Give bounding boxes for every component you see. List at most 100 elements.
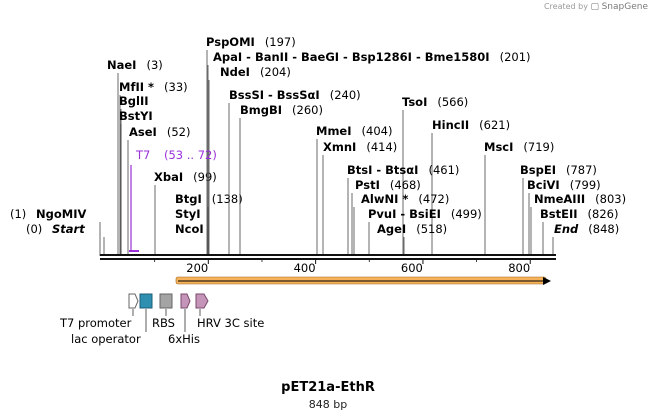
site-name: NcoI [175, 222, 204, 236]
site-name: TsoI [402, 95, 427, 109]
site-name: NdeI [220, 65, 250, 79]
site-name: MmeI [316, 124, 352, 138]
site-name: BtsI - BtsαI [347, 163, 418, 177]
hrv-3c-glyph [195, 293, 209, 309]
site-apai-banii-baegi-bsp1286i-bme1580i: ApaI - BanII - BaeGI - Bsp1286I - Bme158… [207, 50, 531, 256]
site-position: (826) [588, 207, 619, 221]
site-position: (566) [437, 95, 468, 109]
site-position: (197) [265, 35, 296, 49]
site-naei: NaeI (3) [107, 58, 163, 256]
site-alwni: AlwNI *(472) [353, 192, 449, 256]
snapgene-logo-icon: ▢ [590, 2, 600, 12]
site-hincii: HincII (621) [431, 118, 510, 256]
site-name: End [554, 222, 579, 236]
site-position: (52) [167, 125, 191, 139]
site-name: XbaI [154, 170, 183, 184]
feature-label: T7 promoter [59, 316, 132, 330]
ruler-tick-label: 800 [508, 261, 530, 275]
site-position: (1) [10, 207, 26, 221]
site-ngomiv: NgoMIV(1) [10, 207, 101, 256]
site-position: (138) [212, 192, 243, 206]
site-agei: AgeI (518) [377, 222, 447, 256]
site-ncoi: NcoI [175, 222, 209, 256]
site-position: (468) [390, 178, 421, 192]
site-name: XmnI [323, 140, 356, 154]
his-tag-glyph [180, 293, 191, 309]
t7-promoter-glyph [128, 293, 139, 309]
site-position: (499) [451, 207, 482, 221]
ruler-tick-label: 200 [186, 261, 208, 275]
site-position: (803) [595, 192, 626, 206]
site-bstyi: BstYI [119, 109, 153, 256]
site-name: BciVI [527, 178, 560, 192]
feature-label: lac operator [71, 332, 141, 346]
site-name: NaeI [107, 58, 136, 72]
watermark-prefix: Created by [543, 2, 588, 11]
site-position: (799) [570, 178, 601, 192]
site-asei: AseI (52) [127, 125, 191, 256]
site-name: BstEII [540, 207, 578, 221]
site-ndei: NdeI (204) [208, 65, 291, 256]
site-pvui-bsiei: PvuI - BsiEI(499) [368, 207, 482, 256]
site-position: (461) [428, 163, 459, 177]
site-name: HincII [432, 118, 469, 132]
site-name: BstYI [119, 109, 153, 123]
site-tsoi: TsoI (566) [402, 95, 468, 256]
feature-lac-operator: lac operator [71, 309, 147, 346]
site-name: BspEI [520, 163, 556, 177]
site-position: (518) [416, 222, 447, 236]
site-position: (621) [479, 118, 510, 132]
site-psti: PstI(468) [351, 178, 421, 256]
site-name: NmeAIII [534, 192, 585, 206]
site-name: MscI [484, 140, 513, 154]
feature-label: HRV 3C site [197, 316, 264, 330]
site-name: AgeI [377, 222, 406, 236]
watermark-brand: SnapGene [601, 2, 648, 12]
site-position: (240) [330, 88, 361, 102]
site-name: BssSI - BssSαI [229, 88, 320, 102]
site-position: (260) [292, 103, 323, 117]
ruler-tick-label: 600 [401, 261, 423, 275]
site-position: (99) [193, 170, 217, 184]
site-position: (848) [588, 222, 619, 236]
site-name: StyI [175, 207, 201, 221]
site-position: (719) [523, 140, 554, 154]
site-position: (787) [566, 163, 597, 177]
feature-rbs: RBS [152, 309, 175, 330]
site-position: (204) [260, 65, 291, 79]
site-name: AlwNI * [361, 192, 408, 206]
site-position: (404) [362, 124, 393, 138]
site-nmeaiii: NmeAIII (803) [530, 192, 626, 256]
site-bspei: BspEI (787) [520, 163, 597, 256]
site-position: (33) [164, 80, 188, 94]
site-bsteii: BstEII (826) [540, 207, 618, 256]
orf-arrow-head [543, 277, 551, 285]
feature-t7-promoter: T7 promoter [59, 309, 134, 330]
site-xbai: XbaI (99) [154, 170, 217, 256]
feature-6xhis: 6xHis [168, 309, 200, 346]
site-end: End (848) [552, 222, 619, 256]
site-pspomi: PspOMI (197) [206, 35, 296, 256]
site-bcivi: BciVI (799) [527, 178, 601, 256]
site-bsssi-bsss-i: BssSI - BssSαI (240) [228, 88, 361, 256]
site-position: (201) [500, 50, 531, 64]
rbs-glyph [159, 293, 173, 309]
primer-name: T7 [135, 148, 150, 162]
plasmid-length: 848 bp [308, 398, 348, 411]
site-position: (3) [146, 58, 162, 72]
feature-label: RBS [152, 316, 175, 330]
site-name: BtgI [175, 192, 202, 206]
site-name: MfII * [119, 80, 154, 94]
site-name: AseI [129, 125, 157, 139]
site-name: PspOMI [206, 35, 255, 49]
site-name: BmgBI [240, 103, 282, 117]
site-position: (414) [366, 140, 397, 154]
site-mfii: MfII * (33) [119, 80, 188, 256]
site-xmni: XmnI (414) [322, 140, 397, 256]
site-bmgbi: BmgBI (260) [239, 103, 323, 256]
site-position: (0) [26, 222, 42, 236]
primer-t7: T7(53 .. 72) [129, 148, 217, 252]
